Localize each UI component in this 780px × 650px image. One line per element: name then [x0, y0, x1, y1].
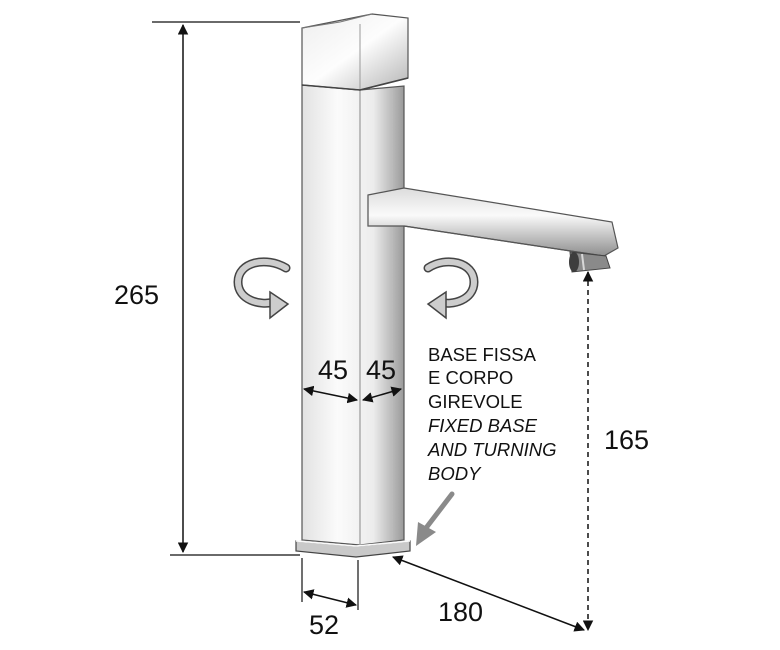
note-it-line2: E CORPO [428, 367, 513, 388]
dimension-base-width: 52 [301, 558, 359, 640]
rotation-arrow-right-icon [423, 257, 479, 320]
note-it-line1: BASE FISSA [428, 344, 537, 365]
dimension-body-widths: 45 45 [302, 355, 403, 404]
dimension-label-45-left: 45 [318, 355, 348, 385]
dimension-label-180: 180 [438, 597, 483, 627]
note-en-line2: AND TURNING [427, 439, 556, 460]
spout [367, 187, 619, 257]
dimension-spout-reach: 180 [392, 555, 585, 632]
fixed-base-note: BASE FISSA E CORPO GIREVOLE FIXED BASE A… [427, 344, 556, 484]
dimension-label-52: 52 [309, 610, 339, 640]
faucet [295, 13, 619, 558]
note-en-line3: BODY [428, 463, 482, 484]
dimension-spout-height: 165 [582, 270, 649, 632]
note-en-line1: FIXED BASE [428, 415, 538, 436]
note-pointer-arrow-icon [416, 491, 455, 546]
rotation-arrow-left-icon [233, 257, 291, 320]
note-it-line3: GIREVOLE [428, 391, 523, 412]
dimension-label-45-right: 45 [366, 355, 396, 385]
dimension-label-165: 165 [604, 425, 649, 455]
faucet-body [301, 84, 405, 546]
dimension-label-265: 265 [114, 280, 159, 310]
dimension-total-height: 265 [114, 21, 300, 556]
